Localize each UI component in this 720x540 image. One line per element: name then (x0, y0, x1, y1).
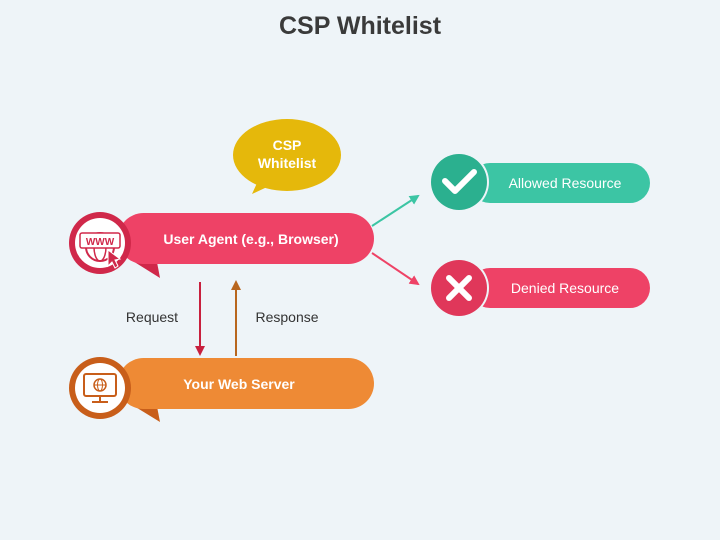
checkmark-icon (442, 169, 477, 194)
request-label: Request (126, 309, 178, 325)
denied-arrow (371, 252, 420, 286)
user-agent-node: WWW User Agent (e.g., Browser) (69, 212, 374, 278)
denied-pill (470, 268, 650, 308)
www-icon-text: WWW (86, 237, 115, 248)
bubble-line-1: CSP (273, 137, 302, 153)
web-server-pill (118, 358, 374, 409)
user-agent-pill (118, 213, 374, 264)
denied-label: Denied Resource (511, 280, 619, 296)
allowed-label: Allowed Resource (509, 175, 622, 191)
page-title: CSP Whitelist (278, 12, 442, 40)
allowed-resource-node: Allowed Resource (429, 152, 650, 212)
csp-speech-bubble: CSP Whitelist (233, 119, 341, 194)
bubble-body (233, 119, 341, 191)
www-globe-icon: WWW (79, 232, 122, 269)
denied-resource-node: Denied Resource (429, 258, 650, 318)
web-server-icon-inner (75, 363, 125, 413)
monitor-globe-icon (83, 373, 117, 403)
response-label: Response (255, 309, 318, 325)
web-server-node: Your Web Server (69, 357, 374, 422)
allowed-arrow (371, 194, 420, 227)
allowed-icon-circle (431, 154, 487, 210)
allowed-pill (470, 163, 650, 203)
bubble-line-2: Whitelist (258, 155, 317, 171)
cross-icon (446, 275, 472, 301)
web-server-label: Your Web Server (183, 376, 295, 392)
user-agent-label: User Agent (e.g., Browser) (163, 231, 338, 247)
